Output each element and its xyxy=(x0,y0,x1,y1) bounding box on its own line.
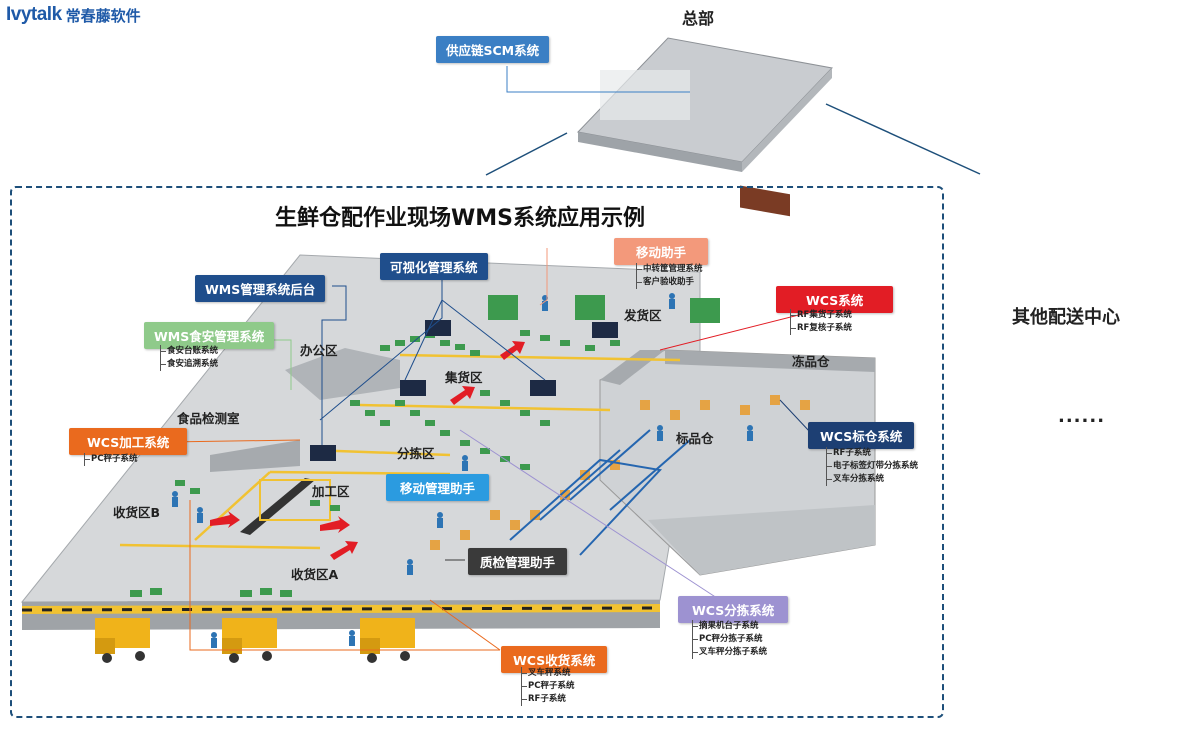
other-distribution-center: 其他配送中心 xyxy=(1012,307,1120,328)
sublist-wcs-standard-warehouse: RF子系统 电子标签灯带分拣系统 叉车分拣系统 xyxy=(826,447,918,486)
list-item: PC秤子系统 xyxy=(521,681,575,691)
logo-wordmark: Ivytalk xyxy=(6,4,62,25)
sublist-wms-food-safety: 食安台账系统 食安追溯系统 xyxy=(160,345,218,371)
area-shipping: 发货区 xyxy=(624,308,662,323)
list-item: 食安追溯系统 xyxy=(160,359,219,369)
sublist-wcs-sorting: 摘果机台子系统 PC秤分拣子系统 叉车秤分拣子系统 xyxy=(692,620,767,659)
area-receiving-b: 收货区B xyxy=(113,505,161,520)
hq-building xyxy=(576,37,834,217)
brand-name: 常春藤软件 xyxy=(65,6,141,25)
sublist-wcs: RF集货子系统 RF复核子系统 xyxy=(790,309,852,335)
list-item: 叉车秤分拣子系统 xyxy=(692,647,768,657)
area-food-lab: 食品检测室 xyxy=(177,411,240,426)
list-item: 客户验收助手 xyxy=(637,276,703,289)
list-item: 中转筐管理系统 xyxy=(637,264,703,274)
hq-title: 总部 xyxy=(682,9,715,28)
tag-wcs-processing: WCS加工系统 xyxy=(69,428,188,455)
tag-wcs: WCS系统 xyxy=(776,286,894,313)
tag-visual-management: 可视化管理系统 xyxy=(380,253,488,280)
area-processing: 加工区 xyxy=(312,484,350,499)
list-item: 食安台账系统 xyxy=(160,346,219,356)
tag-wms-food-safety: WMS食安管理系统 xyxy=(144,322,275,349)
list-item: RF集货子系统 xyxy=(791,310,852,320)
list-item: 叉车秤系统 xyxy=(521,667,574,680)
tag-wcs-sorting: WCS分拣系统 xyxy=(678,596,789,623)
warehouse-frame xyxy=(10,186,944,718)
area-sorting: 分拣区 xyxy=(397,446,435,461)
list-item: 摘果机台子系统 xyxy=(692,620,767,633)
tag-wcs-standard-warehouse: WCS标仓系统 xyxy=(808,422,915,449)
list-item: PC秤子系统 xyxy=(84,454,138,464)
tag-wcs-receiving: WCS收货系统 xyxy=(501,646,608,673)
area-frozen: 冻品仓 xyxy=(792,354,830,369)
list-item: RF子系统 xyxy=(521,693,574,706)
ellipsis: ...... xyxy=(1058,406,1106,427)
tag-mobile-assistant: 移动助手 xyxy=(614,238,709,265)
list-item: RF复核子系统 xyxy=(791,323,852,333)
tag-qc-assistant: 质检管理助手 xyxy=(468,548,568,575)
sublist-wcs-processing: PC秤子系统 xyxy=(84,453,137,466)
area-gather: 集货区 xyxy=(445,370,483,385)
tag-scm: 供应链SCM系统 xyxy=(436,36,550,63)
tag-mobile-management: 移动管理助手 xyxy=(386,474,490,501)
list-item: 电子标签灯带分拣系统 xyxy=(826,461,919,471)
list-item: PC秤分拣子系统 xyxy=(692,633,767,646)
area-receiving-a: 收货区A xyxy=(291,567,339,582)
list-item: 叉车分拣系统 xyxy=(826,473,918,486)
area-office: 办公区 xyxy=(300,343,338,358)
list-item: RF子系统 xyxy=(826,447,918,460)
area-standard-warehouse: 标品仓 xyxy=(676,431,714,446)
tag-wms-backend: WMS管理系统后台 xyxy=(195,275,326,302)
sublist-wcs-receiving: 叉车秤系统 PC秤子系统 RF子系统 xyxy=(521,667,574,706)
sublist-mobile-assistant: 中转筐管理系统 客户验收助手 xyxy=(636,263,703,289)
diagram-title: 生鲜仓配作业现场WMS系统应用示例 xyxy=(275,206,646,231)
brand-logo: Ivytalk 常春藤软件 xyxy=(6,4,141,26)
